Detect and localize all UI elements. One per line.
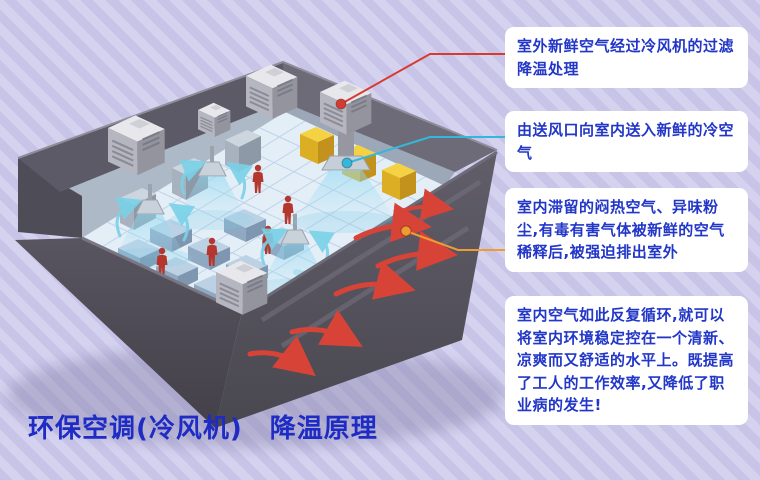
front-left-wall <box>15 238 242 428</box>
front-wall-top-edge <box>81 236 243 314</box>
connector-dot-3 <box>400 225 412 237</box>
roof-ridge-highlight <box>17 60 498 159</box>
connector-line-1 <box>340 53 505 105</box>
callout-box-exhaust: 室内滞留的闷热空气、异味粉尘,有毒有害气体被新鲜的空气稀释后,被强迫排出室外 <box>505 188 748 272</box>
exhaust-arrow <box>247 335 316 377</box>
page-title: 环保空调(冷风机) 降温原理 <box>28 414 378 444</box>
callout-connectors <box>335 53 505 251</box>
callout-box-circulation-benefits: 室内空气如此反复循环,就可以将室内环境稳定控在一个清新、凉爽而又舒适的水平上。既… <box>505 296 748 425</box>
connector-line-2 <box>346 136 505 164</box>
connector-dot-1 <box>335 98 347 110</box>
connector-dot-2 <box>341 157 353 169</box>
exhaust-arrow-group <box>247 188 458 377</box>
callout-box-fresh-air-intake: 室外新鲜空气经过冷风机的过滤降温处理 <box>505 27 748 88</box>
exhaust-arrow <box>289 309 363 347</box>
callout-box-air-supply: 由送风口向室内送入新鲜的冷空气 <box>505 111 748 172</box>
exhaust-arrow <box>333 261 416 300</box>
exhaust-arrow <box>353 202 432 243</box>
connector-line-3 <box>405 230 505 251</box>
left-gable-wall <box>18 158 82 238</box>
air-supply-duct <box>294 128 398 233</box>
